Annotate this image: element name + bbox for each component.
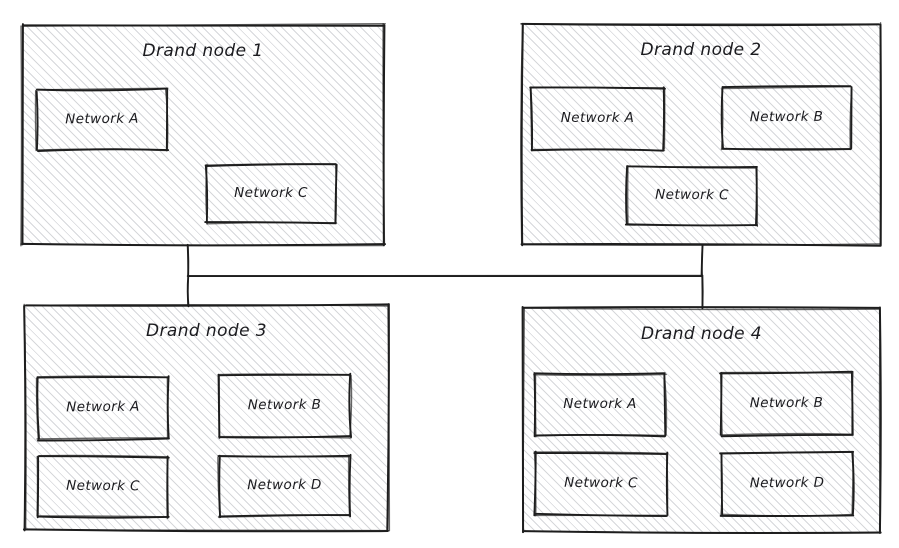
drand-node-3[interactable] bbox=[25, 305, 388, 530]
connector-node3-up bbox=[186, 275, 190, 308]
n3-net-a-label: Network A bbox=[66, 398, 140, 416]
connector-node1-down bbox=[186, 243, 190, 277]
n1-net-a-label: Network A bbox=[65, 110, 139, 128]
connector-bus-horizontal bbox=[186, 274, 704, 278]
n3-net-c-label: Network C bbox=[66, 477, 140, 495]
n2-net-a-label: Network A bbox=[560, 110, 635, 126]
n4-net-a-label: Network A bbox=[563, 396, 637, 412]
drand-node-1-title: Drand node 1 bbox=[142, 41, 264, 61]
drand-node-3-title: Drand node 3 bbox=[146, 321, 267, 341]
drand-node-1[interactable] bbox=[22, 25, 384, 245]
connector-node4-up bbox=[701, 274, 704, 310]
drand-node-2[interactable] bbox=[522, 24, 880, 245]
n4-net-c-label: Network C bbox=[564, 474, 638, 492]
n3-net-d-label: Network D bbox=[247, 476, 322, 494]
drand-node-4-title: Drand node 4 bbox=[641, 324, 762, 344]
drand-node-2-title: Drand node 2 bbox=[640, 40, 762, 60]
n2-net-b-label: Network B bbox=[749, 108, 824, 126]
n4-net-b-label: Network B bbox=[749, 394, 824, 412]
n3-net-b-label: Network B bbox=[247, 396, 322, 414]
n1-net-c-label: Network C bbox=[234, 185, 308, 201]
n2-net-c-label: Network C bbox=[655, 186, 729, 204]
n4-net-d-label: Network D bbox=[749, 474, 825, 492]
connector-node2-down bbox=[700, 244, 704, 278]
drand-node-4[interactable] bbox=[523, 308, 880, 532]
